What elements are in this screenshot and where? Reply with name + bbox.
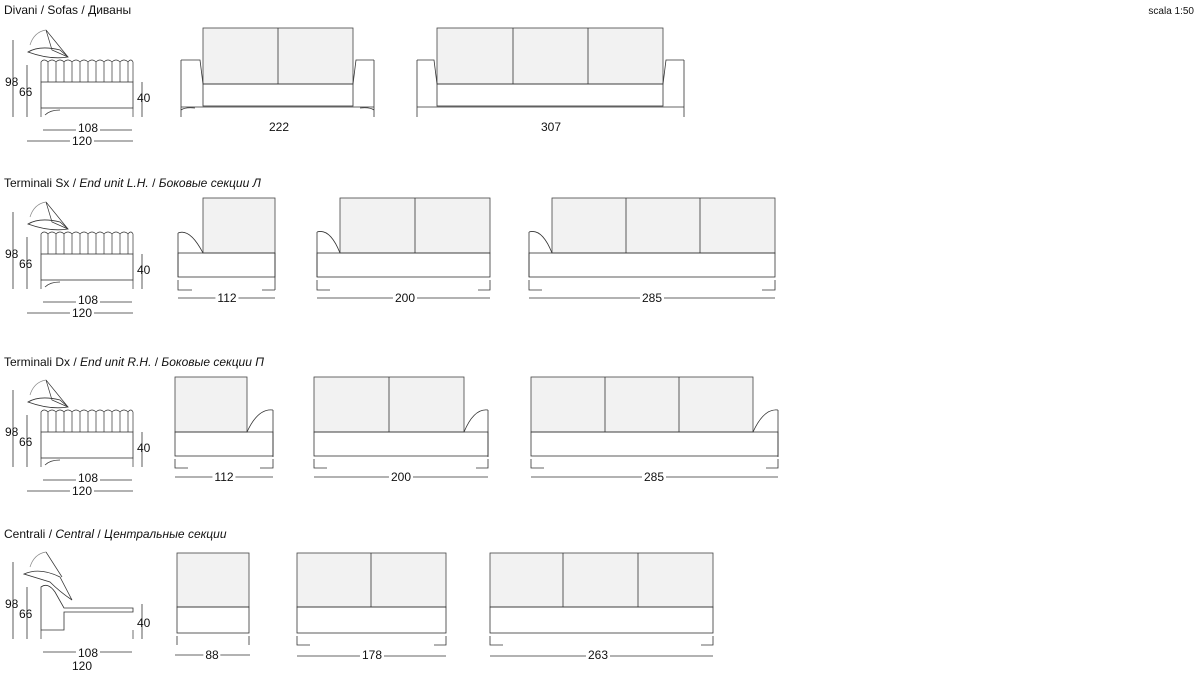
depth-total-label: 120	[69, 306, 95, 320]
section-title-central: Centrali / Central / Центральные секции	[4, 527, 227, 541]
height-seat-label: 40	[137, 616, 151, 630]
section-title-end-lh: Terminali Sx / End unit L.H. / Боковые с…	[4, 176, 261, 190]
width-label: 285	[639, 291, 665, 305]
depth-seat-label: 108	[75, 293, 101, 307]
height-seat-label: 40	[137, 441, 151, 455]
height-seat-label: 40	[137, 91, 151, 105]
height-total-label: 98	[5, 597, 19, 611]
height-back-label: 66	[19, 257, 33, 271]
width-label: 200	[392, 291, 418, 305]
width-label: 88	[203, 648, 221, 662]
height-back-label: 66	[19, 435, 33, 449]
section-title-end-rh: Terminali Dx / End unit R.H. / Боковые с…	[4, 355, 264, 369]
depth-seat-label: 108	[75, 646, 101, 660]
width-label: 112	[215, 291, 239, 305]
width-label: 263	[585, 648, 611, 662]
scale-label: scala 1:50	[1148, 6, 1194, 17]
width-label: 178	[359, 648, 385, 662]
width-label: 112	[212, 470, 236, 484]
width-label: 285	[641, 470, 667, 484]
depth-total-label: 120	[69, 134, 95, 148]
height-total-label: 98	[5, 75, 19, 89]
height-seat-label: 40	[137, 263, 151, 277]
height-back-label: 66	[19, 85, 33, 99]
section-title-sofas: Divani / Sofas / Диваны	[4, 3, 132, 17]
depth-total-label: 120	[69, 659, 95, 673]
height-total-label: 98	[5, 247, 19, 261]
depth-total-label: 120	[69, 484, 95, 498]
width-label: 222	[266, 120, 292, 134]
depth-seat-label: 108	[75, 121, 101, 135]
depth-seat-label: 108	[75, 471, 101, 485]
width-label: 200	[388, 470, 414, 484]
height-back-label: 66	[19, 607, 33, 621]
height-total-label: 98	[5, 425, 19, 439]
width-label: 307	[538, 120, 564, 134]
